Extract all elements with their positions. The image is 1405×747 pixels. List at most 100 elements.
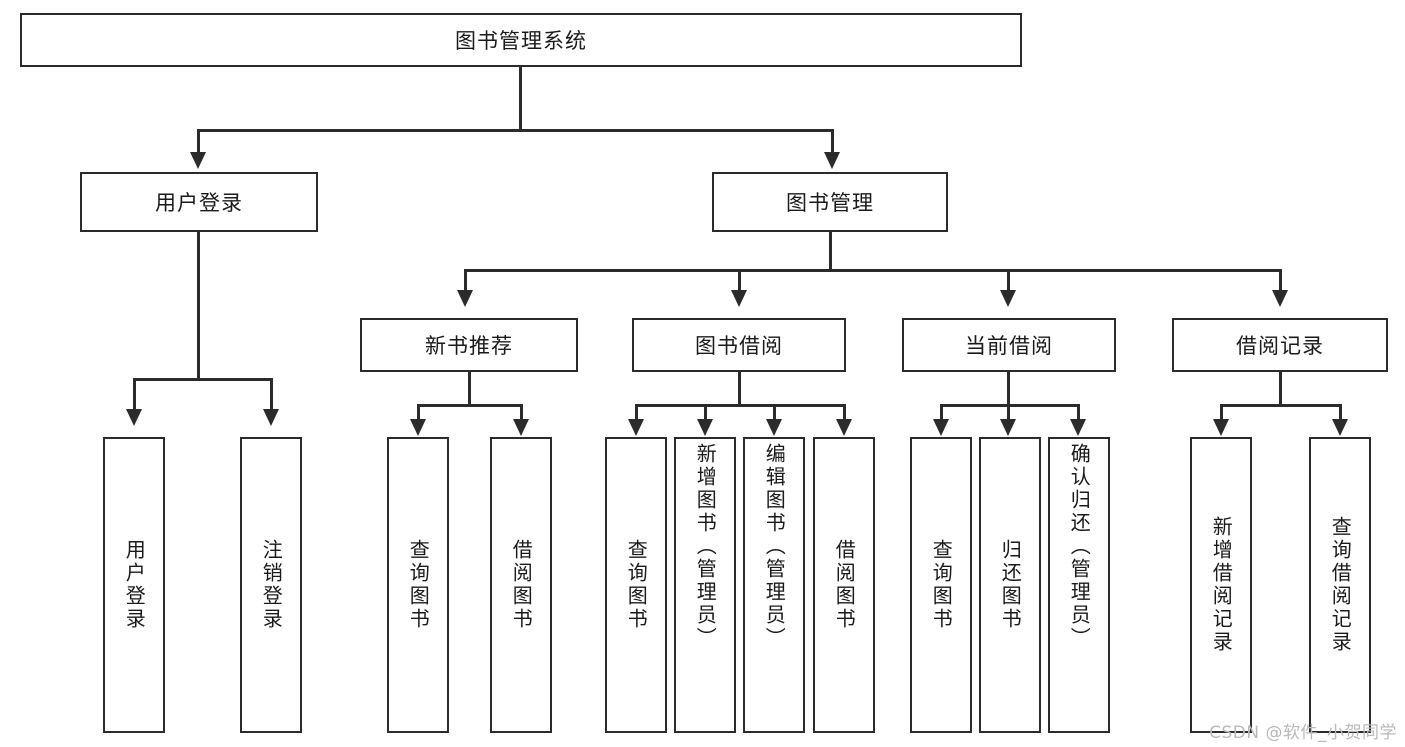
leaf-label: 新增图书（管理员） <box>693 443 718 650</box>
node-book-borrow[interactable]: 图书借阅 <box>632 318 846 372</box>
arrow-root-to-user-login <box>190 152 206 169</box>
leaf-text-wrap: 借阅图书 <box>492 439 550 731</box>
leaf-text-wrap: 注销登录 <box>242 439 300 731</box>
edge-nbr-drop-1 <box>417 404 420 420</box>
leaf-text-wrap: 归还图书 <box>981 439 1039 731</box>
edge-user-login-drop-2 <box>270 378 273 410</box>
edge-nbr-stem <box>468 372 471 406</box>
node-label: 图书管理 <box>786 191 874 215</box>
edge-root-bar <box>197 129 834 132</box>
node-label: 当前借阅 <box>965 334 1053 358</box>
edge-br-drop-1 <box>1220 404 1223 420</box>
edge-user-login-drop-1 <box>133 378 136 410</box>
edge-cb-stem <box>1007 372 1010 406</box>
node-root-book-management-system[interactable]: 图书管理系统 <box>20 13 1022 67</box>
arrow-bm-to-borrow-record <box>1272 290 1288 307</box>
arrow-nbr-leaf-1 <box>410 419 426 436</box>
leaf-label: 借阅图书 <box>832 539 857 631</box>
leaf-label: 查询图书 <box>406 539 431 631</box>
arrow-bm-to-current-borrow <box>1000 290 1016 307</box>
leaf-query-book-1[interactable]: 查询图书 <box>387 437 449 733</box>
edge-cb-drop-2 <box>1007 404 1010 420</box>
leaf-query-book-3[interactable]: 查询图书 <box>910 437 972 733</box>
arrow-bb-leaf-1 <box>628 419 644 436</box>
leaf-text-wrap: 查询借阅记录 <box>1311 439 1369 731</box>
arrow-br-leaf-2 <box>1332 419 1348 436</box>
arrow-cb-leaf-2 <box>1000 419 1016 436</box>
leaf-query-record[interactable]: 查询借阅记录 <box>1309 437 1371 733</box>
leaf-add-book[interactable]: 新增图书（管理员） <box>674 437 736 733</box>
leaf-label: 确认归还（管理员） <box>1067 443 1092 650</box>
edge-user-login-stem <box>197 232 200 380</box>
leaf-label: 查询图书 <box>929 539 954 631</box>
node-label: 用户登录 <box>155 191 243 215</box>
arrow-br-leaf-1 <box>1213 419 1229 436</box>
leaf-add-record[interactable]: 新增借阅记录 <box>1190 437 1252 733</box>
node-current-borrow[interactable]: 当前借阅 <box>902 318 1116 372</box>
leaf-text-wrap: 查询图书 <box>389 439 447 731</box>
edge-bb-drop-1 <box>635 404 638 420</box>
edge-cb-drop-3 <box>1077 404 1080 420</box>
arrow-cb-leaf-3 <box>1070 419 1086 436</box>
leaf-label: 注销登录 <box>259 539 284 631</box>
leaf-text-wrap: 用户登录 <box>105 439 163 731</box>
watermark: CSDN @软件_小贺同学 <box>1209 723 1397 743</box>
edge-bb-stem <box>738 372 741 406</box>
arrow-root-to-book-management <box>824 152 840 169</box>
leaf-label: 借阅图书 <box>509 539 534 631</box>
leaf-text-wrap: 编辑图书（管理员） <box>745 439 803 731</box>
edge-bb-drop-4 <box>843 404 846 420</box>
arrow-bb-leaf-3 <box>766 419 782 436</box>
edge-nbr-bar <box>417 404 523 407</box>
edge-bm-drop-3 <box>1007 269 1010 291</box>
edge-user-login-bar <box>133 378 273 381</box>
leaf-text-wrap: 查询图书 <box>607 439 665 731</box>
arrow-user-login-leaf-2 <box>263 409 279 426</box>
leaf-label: 编辑图书（管理员） <box>762 443 787 650</box>
node-book-management[interactable]: 图书管理 <box>712 172 948 232</box>
edge-root-to-user-login <box>197 129 200 153</box>
edge-nbr-drop-2 <box>520 404 523 420</box>
node-label: 新书推荐 <box>425 334 513 358</box>
node-new-book-recommend[interactable]: 新书推荐 <box>360 318 578 372</box>
edge-cb-drop-1 <box>940 404 943 420</box>
edge-bb-drop-2 <box>704 404 707 420</box>
arrow-user-login-leaf-1 <box>126 409 142 426</box>
edge-bb-drop-3 <box>773 404 776 420</box>
leaf-user-login[interactable]: 用户登录 <box>103 437 165 733</box>
leaf-text-wrap: 借阅图书 <box>815 439 873 731</box>
edge-cb-bar <box>940 404 1080 407</box>
arrow-cb-leaf-1 <box>933 419 949 436</box>
edge-root-to-book-management <box>831 129 834 153</box>
leaf-return-book[interactable]: 归还图书 <box>979 437 1041 733</box>
arrow-nbr-leaf-2 <box>513 419 529 436</box>
node-label: 借阅记录 <box>1236 334 1324 358</box>
arrow-bm-to-new-book-recommend <box>457 290 473 307</box>
leaf-text-wrap: 查询图书 <box>912 439 970 731</box>
leaf-label: 新增借阅记录 <box>1209 516 1234 654</box>
leaf-label: 查询借阅记录 <box>1328 516 1353 654</box>
edge-br-drop-2 <box>1339 404 1342 420</box>
leaf-edit-book[interactable]: 编辑图书（管理员） <box>743 437 805 733</box>
node-borrow-record[interactable]: 借阅记录 <box>1172 318 1388 372</box>
leaf-borrow-book-1[interactable]: 借阅图书 <box>490 437 552 733</box>
node-label: 图书借阅 <box>695 334 783 358</box>
leaf-borrow-book-2[interactable]: 借阅图书 <box>813 437 875 733</box>
edge-bb-bar <box>635 404 846 407</box>
leaf-confirm-return[interactable]: 确认归还（管理员） <box>1048 437 1110 733</box>
edge-book-management-stem <box>829 232 832 272</box>
edge-br-stem <box>1279 372 1282 406</box>
leaf-query-book-2[interactable]: 查询图书 <box>605 437 667 733</box>
leaf-text-wrap: 新增图书（管理员） <box>676 439 734 731</box>
leaf-label: 用户登录 <box>122 539 147 631</box>
leaf-logout[interactable]: 注销登录 <box>240 437 302 733</box>
edge-bm-drop-1 <box>464 269 467 291</box>
leaf-label: 归还图书 <box>998 539 1023 631</box>
arrow-bb-leaf-2 <box>697 419 713 436</box>
node-user-login[interactable]: 用户登录 <box>80 172 318 232</box>
edge-root-stem <box>519 67 522 131</box>
edge-br-bar <box>1220 404 1342 407</box>
node-label: 图书管理系统 <box>455 29 587 53</box>
arrow-bb-leaf-4 <box>836 419 852 436</box>
